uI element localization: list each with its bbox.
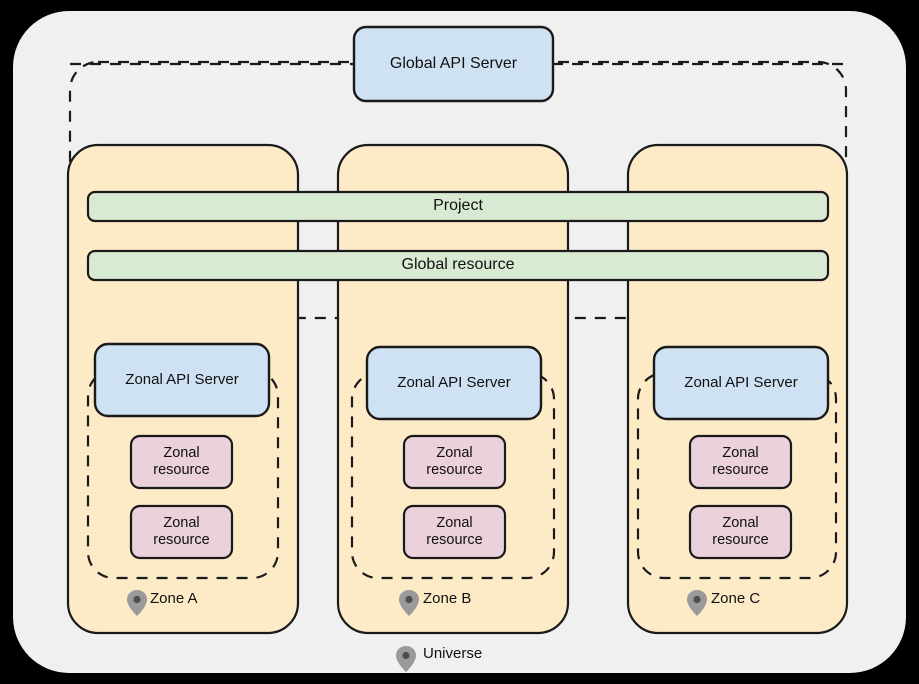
universe-label: Universe: [423, 645, 482, 662]
zone-scope-c: [636, 371, 838, 580]
zonal-resource-box-c2: [688, 504, 793, 560]
zone-label-a: Zone A: [150, 590, 198, 607]
zonal-resource-box-b1: [402, 434, 507, 490]
zone-label-b: Zone B: [423, 590, 471, 607]
global-resource-bar: [86, 249, 830, 282]
zonal-resource-box-c1: [688, 434, 793, 490]
zonal-resource-box-b2: [402, 504, 507, 560]
zone-label-b-text: Zone B: [423, 590, 472, 607]
zonal-api-server-box-c: [652, 345, 830, 421]
project-bar: [86, 190, 830, 223]
zonal-api-server-box-a: [93, 342, 271, 418]
zone-label-c-text: Zone C: [711, 590, 761, 607]
zonal-resource-box-a2: [129, 504, 234, 560]
zonal-api-server-box-b: [365, 345, 543, 421]
zone-label-a-text: Zone A: [150, 590, 198, 607]
universe-label-text: Universe: [423, 645, 483, 662]
global-api-server-box: [352, 25, 555, 103]
zone-scope-b: [350, 371, 556, 580]
zone-label-c: Zone C: [711, 590, 760, 607]
zonal-resource-box-a1: [129, 434, 234, 490]
